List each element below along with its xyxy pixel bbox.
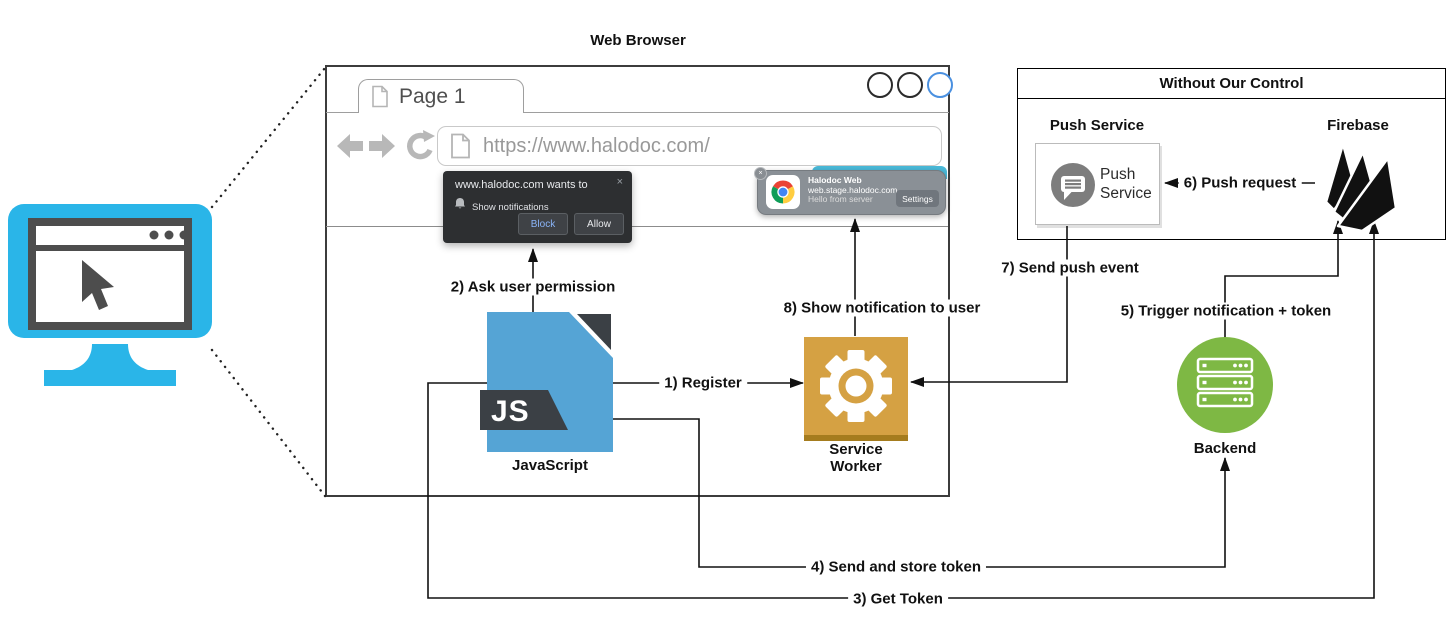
- close-icon[interactable]: ×: [616, 176, 623, 188]
- page-content-edge: [326, 226, 948, 227]
- window-controls: [867, 72, 953, 98]
- allow-button[interactable]: Allow: [574, 213, 624, 235]
- push-service-card: Push Service: [1035, 143, 1160, 225]
- notification-body: Hello from server: [808, 194, 873, 204]
- cursor-icon: [82, 260, 114, 310]
- flow-label-send-store-token: 4) Send and store token: [805, 558, 987, 576]
- javascript-label: JavaScript: [512, 457, 588, 474]
- nav-buttons: [337, 130, 435, 160]
- browser-tab[interactable]: Page 1: [358, 79, 524, 113]
- firebase-logo-icon: [1324, 142, 1398, 232]
- dotted-connector-top: [210, 66, 327, 209]
- flow-label-get-token: 3) Get Token: [848, 590, 948, 608]
- flow-label-push-request: 6) Push request: [1178, 174, 1302, 192]
- close-icon[interactable]: ×: [754, 167, 767, 180]
- page-icon: [372, 85, 388, 108]
- dotted-connector-bottom: [210, 348, 327, 498]
- computer-icon: [8, 204, 212, 386]
- permission-buttons: Block Allow: [518, 213, 624, 235]
- push-service-header: Push Service: [1049, 117, 1145, 134]
- js-badge: JS: [491, 395, 530, 428]
- flow-label-send-push-event: 7) Send push event: [996, 259, 1144, 277]
- notification-source: web.stage.halodoc.com: [808, 184, 898, 195]
- refresh-icon[interactable]: [407, 130, 435, 160]
- settings-button[interactable]: Settings: [896, 190, 939, 207]
- block-button[interactable]: Block: [518, 213, 568, 235]
- url-text: https://www.halodoc.com/: [483, 134, 710, 157]
- permission-message: Show notifications: [472, 202, 549, 213]
- window-control-circle[interactable]: [867, 72, 893, 98]
- flow-label-register: 1) Register: [659, 374, 747, 392]
- flow-label-trigger-notification: 5) Trigger notification + token: [1115, 302, 1337, 320]
- gear-icon: [820, 350, 892, 422]
- notification-title: Halodoc Web: [808, 175, 862, 185]
- chrome-logo-icon: [771, 180, 795, 204]
- notification-permission-dialog: www.halodoc.com wants to × Show notifica…: [443, 171, 632, 243]
- service-worker-label: Service Worker: [829, 441, 883, 475]
- browser-title: Web Browser: [590, 32, 686, 49]
- window-control-circle-active[interactable]: [927, 72, 953, 98]
- push-service-card-label: Push Service: [1100, 166, 1152, 202]
- javascript-file-icon: JS: [480, 312, 613, 452]
- push-notification-toast: × Halodoc Web web.stage.halodoc.com Hell…: [754, 167, 946, 215]
- tab-label: Page 1: [399, 84, 466, 108]
- flow-label-ask-permission: 2) Ask user permission: [445, 278, 621, 296]
- page-icon: [451, 133, 470, 159]
- message-bubble-icon: [1051, 163, 1095, 207]
- flow-label-show-notification: 8) Show notification to user: [778, 299, 986, 317]
- window-control-circle[interactable]: [897, 72, 923, 98]
- permission-dialog-title: www.halodoc.com wants to: [455, 179, 588, 191]
- backend-server-icon: [1177, 337, 1273, 433]
- chrome-app-icon: [766, 175, 800, 209]
- bell-icon: [455, 198, 465, 209]
- back-icon[interactable]: [337, 134, 363, 158]
- notification-text: Halodoc Web web.stage.halodoc.com Hello …: [808, 175, 898, 205]
- backend-label: Backend: [1193, 440, 1257, 457]
- service-worker-icon: [804, 337, 908, 441]
- firebase-label: Firebase: [1327, 117, 1389, 134]
- without-our-control-title: Without Our Control: [1018, 69, 1445, 99]
- forward-icon[interactable]: [369, 134, 395, 158]
- toolbar-separator: [326, 112, 949, 113]
- url-bar[interactable]: https://www.halodoc.com/: [437, 126, 942, 166]
